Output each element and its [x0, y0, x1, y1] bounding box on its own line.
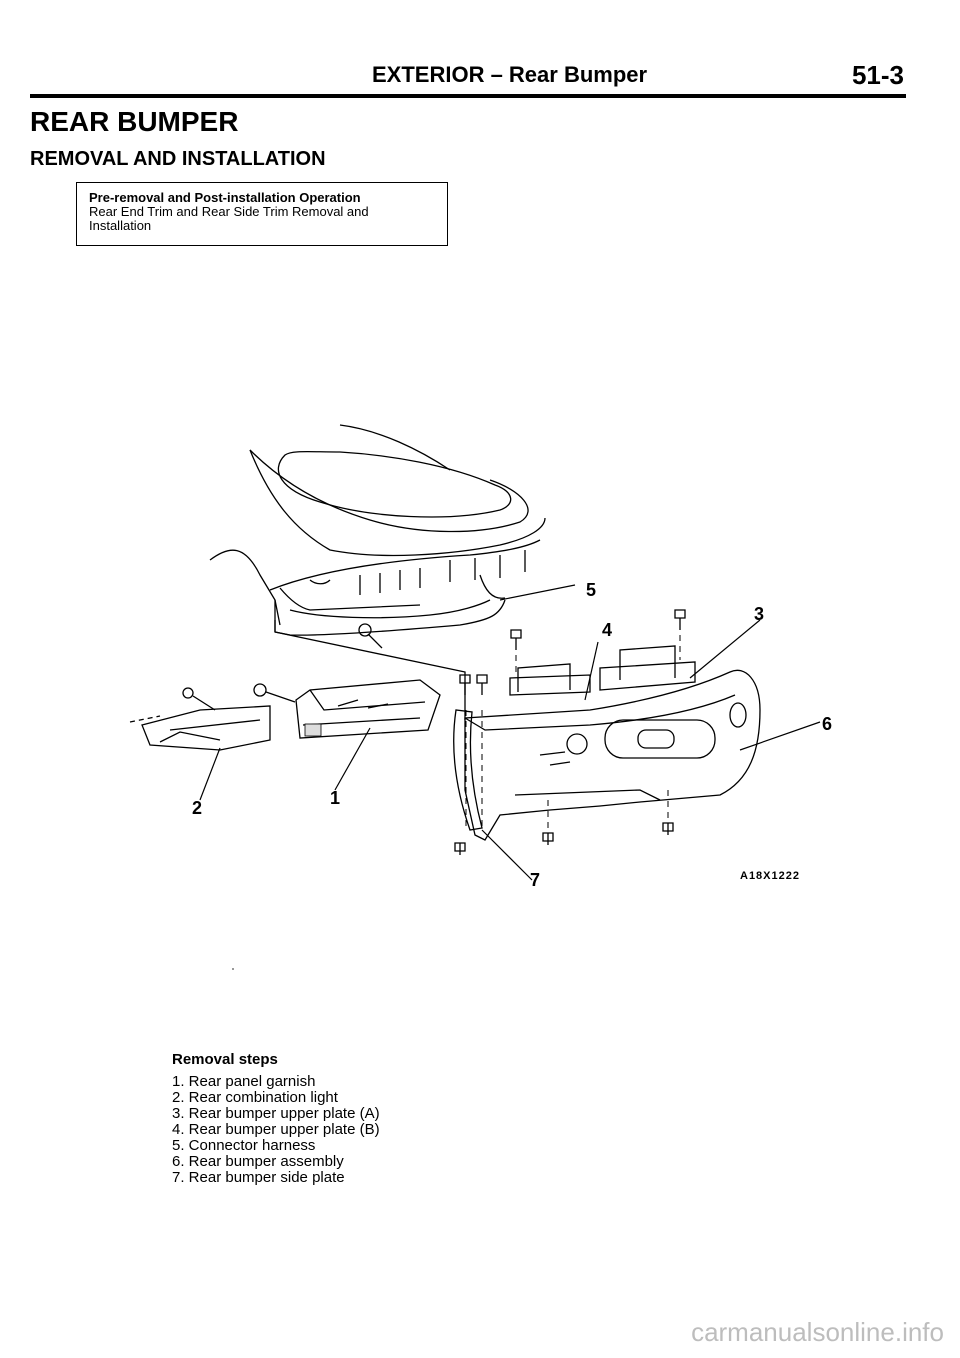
page-header: EXTERIOR – Rear Bumper 51-3	[30, 58, 906, 98]
page-number: 51-3	[851, 60, 904, 90]
figure-code: A18X1222	[740, 870, 800, 882]
callout-2: 2	[192, 798, 203, 818]
operation-line-1: Rear End Trim and Rear Side Trim Removal…	[89, 204, 369, 219]
removal-step: 1. Rear panel garnish	[172, 1073, 316, 1090]
removal-steps: Removal steps 1. Rear panel garnish 2. R…	[172, 1052, 380, 1186]
callout-7: 7	[530, 870, 541, 890]
guide-lines	[465, 635, 681, 830]
callout-3: 3	[754, 604, 765, 624]
leader-lines	[199, 584, 821, 881]
callout-6: 6	[822, 714, 833, 734]
removal-step: 4. Rear bumper upper plate (B)	[172, 1121, 380, 1138]
rear-combination-light-drawing	[129, 687, 271, 751]
exploded-view-diagram	[129, 424, 821, 881]
operation-title: Pre-removal and Post-installation Operat…	[89, 190, 361, 205]
removal-step: 3. Rear bumper upper plate (A)	[172, 1105, 380, 1122]
page-title: REAR BUMPER	[30, 106, 239, 137]
callout-1: 1	[330, 788, 341, 808]
scan-speck	[232, 968, 234, 970]
operation-line-2: Installation	[89, 218, 152, 233]
removal-step: 6. Rear bumper assembly	[172, 1153, 344, 1170]
operation-box: Pre-removal and Post-installation Operat…	[76, 182, 448, 246]
section-title: EXTERIOR – Rear Bumper	[372, 62, 648, 87]
removal-step: 2. Rear combination light	[172, 1089, 338, 1106]
car-body-drawing	[209, 424, 546, 720]
removal-step: 7. Rear bumper side plate	[172, 1169, 345, 1186]
callout-5: 5	[586, 580, 597, 600]
removal-steps-title: Removal steps	[172, 1051, 278, 1068]
removal-step: 5. Connector harness	[172, 1137, 316, 1154]
rear-bumper-assembly-drawing	[464, 669, 761, 841]
rear-panel-garnish-drawing	[253, 679, 441, 739]
rear-bumper-upper-plates-drawing	[509, 645, 696, 696]
page-subtitle: REMOVAL AND INSTALLATION	[30, 148, 326, 170]
callout-4: 4	[602, 620, 613, 640]
watermark-link[interactable]: carmanualsonline.info	[691, 1317, 944, 1347]
fastener-bolts-drawing	[454, 609, 686, 855]
rear-bumper-side-plate-drawing	[453, 709, 483, 831]
